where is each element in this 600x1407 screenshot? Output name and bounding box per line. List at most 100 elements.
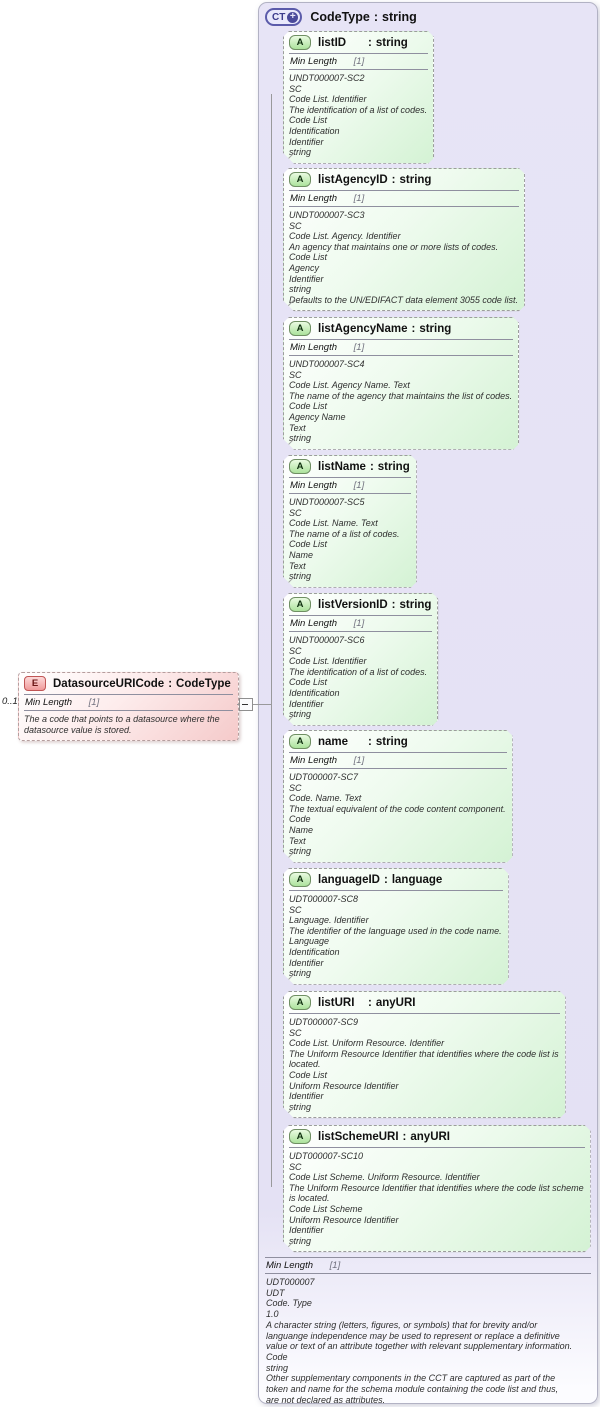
annotation-line: Text	[289, 422, 306, 433]
annotation-line: The a code that points to a datasource w…	[24, 714, 220, 724]
complextype-name: CodeType	[310, 10, 370, 24]
attribute-facet: Min Length [1]	[289, 191, 519, 206]
divider	[289, 890, 503, 891]
annotation-line: Code List	[289, 539, 328, 550]
facet-value: [1]	[353, 480, 365, 491]
annotation-line: Identifier	[289, 957, 324, 968]
annotation-line: The Uniform Resource Identifier that ide…	[289, 1182, 584, 1193]
annotation-line: Code List. Agency Name. Text	[289, 380, 410, 391]
annotation-line: Text	[289, 835, 306, 846]
annotation-line: Identification	[289, 687, 340, 698]
attribute-box-listVersionID[interactable]: A listVersionID : string Min Length [1] …	[283, 593, 438, 726]
facet-name: Min Length	[290, 193, 338, 204]
annotation-line: value or text of an attribute together w…	[266, 1341, 573, 1352]
divider	[289, 631, 432, 632]
annotation-line: SC	[289, 369, 302, 380]
attribute-icon: A	[289, 995, 311, 1010]
annotation-line: token and name for the schema module con…	[266, 1384, 559, 1395]
facet-name: Min Length	[25, 697, 73, 708]
attribute-icon: A	[289, 172, 311, 187]
annotation-line: string	[289, 147, 312, 158]
attribute-box-listID[interactable]: A listID : string Min Length [1] UNDT000…	[283, 31, 434, 164]
annotation-line: string	[289, 571, 312, 582]
attribute-name: listURI	[318, 996, 355, 1009]
annotation-line: Code List. Uniform Resource. Identifier	[289, 1038, 445, 1049]
attribute-colon: :	[368, 996, 372, 1009]
annotation-line: The identification of a list of codes.	[289, 666, 428, 677]
element-box-datasourceuricode[interactable]: E DatasourceURICode : CodeType Min Lengt…	[18, 672, 239, 742]
annotation-line: Code List. Name. Text	[289, 518, 378, 529]
annotation-line: UDT000007-SC10	[289, 1151, 364, 1161]
facet-name: Min Length	[290, 618, 338, 629]
attribute-facet: Min Length [1]	[289, 478, 411, 493]
annotation-line: UDT	[266, 1287, 285, 1298]
annotation-line: UNDT000007-SC4	[289, 359, 365, 369]
annotation-line: SC	[289, 220, 302, 231]
complextype-title: CodeType : string	[310, 10, 416, 24]
annotation-line: Text	[289, 560, 306, 571]
annotation-line: string	[289, 1235, 312, 1246]
annotation-line: UDT000007-SC9	[289, 1017, 359, 1027]
annotation-line: Name	[289, 824, 314, 835]
annotation-line: Code. Name. Text	[289, 793, 362, 804]
annotation-line: Identifier	[289, 698, 324, 709]
divider	[289, 1013, 560, 1014]
annotation-line: SC	[289, 782, 302, 793]
divider	[289, 355, 513, 356]
annotation-line: Uniform Resource Identifier	[289, 1080, 399, 1091]
attribute-name: languageID	[318, 873, 380, 886]
attribute-facet: Min Length [1]	[289, 616, 432, 631]
collapse-toggle-icon[interactable]	[239, 698, 253, 711]
attribute-icon: A	[289, 35, 311, 50]
attribute-colon: :	[391, 173, 396, 186]
attribute-header: A languageID : language	[284, 869, 508, 890]
attribute-type: string	[375, 735, 408, 748]
attribute-icon: A	[289, 872, 311, 887]
annotation-line: UDT000007-SC8	[289, 894, 359, 904]
complextype-container-codetype: CT + CodeType : string A listID : string…	[258, 2, 598, 1405]
complextype-colon: :	[373, 10, 379, 24]
attribute-type: anyURI	[375, 996, 416, 1009]
annotation-line: Code List	[289, 115, 328, 126]
divider	[265, 1257, 591, 1258]
attribute-facet: Min Length [1]	[289, 340, 513, 355]
annotation-line: The Uniform Resource Identifier that ide…	[289, 1048, 559, 1059]
attribute-header: A listName : string	[284, 456, 416, 477]
element-icon: E	[24, 676, 46, 691]
annotation-line: Code List. Identifier	[289, 656, 367, 667]
divider	[289, 1147, 585, 1148]
attribute-colon: :	[391, 598, 396, 611]
attribute-box-listAgencyID[interactable]: A listAgencyID : string Min Length [1] U…	[283, 168, 525, 311]
attribute-header: A listAgencyName : string	[284, 318, 518, 339]
annotation-line: string	[289, 968, 312, 979]
attribute-box-listAgencyName[interactable]: A listAgencyName : string Min Length [1]…	[283, 317, 519, 450]
complextype-icon: CT +	[265, 8, 303, 26]
divider	[289, 615, 432, 616]
expand-plus-icon[interactable]: +	[287, 11, 299, 23]
annotation-line: string	[289, 284, 312, 295]
divider	[289, 339, 513, 340]
annotation-line: Code List	[289, 1069, 328, 1080]
attribute-name: listAgencyID	[318, 173, 388, 186]
element-type: CodeType	[176, 677, 231, 690]
annotation-line: string	[289, 1101, 312, 1112]
attribute-box-name[interactable]: A name : string Min Length [1] UDT000007…	[283, 730, 513, 863]
attribute-icon: A	[289, 597, 311, 612]
annotation-line: UNDT000007-SC6	[289, 635, 365, 645]
attribute-header: A name : string	[284, 731, 512, 752]
annotation-line: Code List Scheme. Uniform Resource. Iden…	[289, 1172, 480, 1183]
attribute-box-listName[interactable]: A listName : string Min Length [1] UNDT0…	[283, 455, 417, 588]
attribute-icon: A	[289, 734, 311, 749]
attribute-facet: Min Length [1]	[289, 753, 507, 768]
attribute-colon: :	[369, 460, 374, 473]
annotation-line: UNDT000007-SC5	[289, 497, 365, 507]
attribute-type: anyURI	[410, 1130, 450, 1143]
